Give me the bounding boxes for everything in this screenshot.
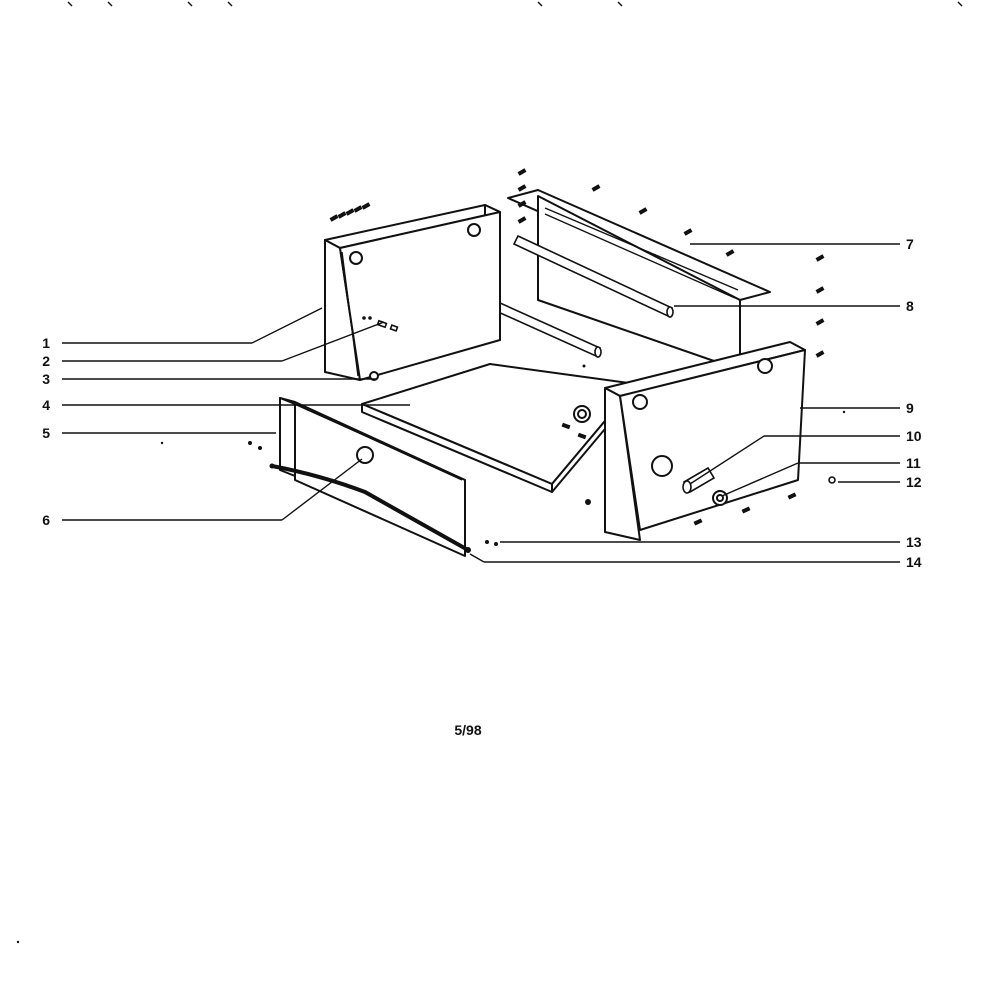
callout-1: 1	[42, 335, 50, 351]
back-panel	[507, 189, 771, 371]
stray-dot	[160, 441, 164, 445]
callout-2: 2	[42, 353, 50, 369]
rod-back	[512, 234, 674, 318]
callout-13: 13	[906, 534, 922, 550]
left-side-panel	[324, 204, 501, 381]
callout-3: 3	[42, 371, 50, 387]
stray-dot	[16, 940, 20, 944]
callout-14: 14	[906, 554, 922, 570]
revision-date-code: 5/98	[454, 722, 481, 738]
front-drawer-panel	[248, 397, 466, 557]
left-panel-screws	[329, 202, 399, 332]
back-panel-screws	[517, 168, 825, 358]
callout-10: 10	[906, 428, 922, 444]
callout-7: 7	[906, 236, 914, 252]
top-edge-marks	[67, 1, 963, 7]
callout-labels: 1 2 3 4 5 6 7 8 9 10 11 12 13 14	[42, 236, 922, 570]
leader-lines	[62, 243, 900, 563]
callout-11: 11	[906, 455, 921, 471]
callout-9: 9	[906, 400, 914, 416]
callout-5: 5	[42, 425, 50, 441]
right-side-panel	[604, 341, 806, 541]
drawer-strip	[269, 463, 471, 553]
callout-4: 4	[42, 397, 50, 413]
callout-6: 6	[42, 512, 50, 528]
loose-screws-13	[485, 540, 498, 546]
callout-8: 8	[906, 298, 914, 314]
callout-12: 12	[906, 474, 922, 490]
